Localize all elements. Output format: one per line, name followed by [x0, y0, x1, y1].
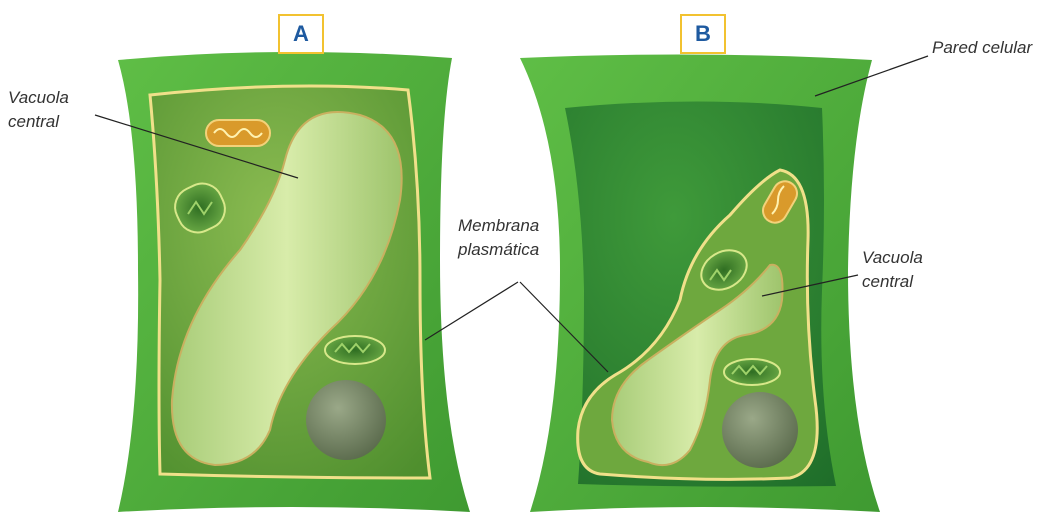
cell-b — [520, 54, 880, 512]
panel-label-b: B — [680, 14, 726, 54]
label-central-vacuole-b-line1: Vacuola — [862, 246, 923, 270]
mitochondrion-a-top — [206, 120, 270, 146]
nucleus-b — [722, 392, 798, 468]
label-plasma-membrane-line2: plasmática — [458, 238, 539, 262]
panel-label-a: A — [278, 14, 324, 54]
label-central-vacuole-a-line2: central — [8, 110, 69, 134]
nucleus-a — [306, 380, 386, 460]
label-central-vacuole-a: Vacuola central — [8, 86, 69, 134]
label-plasma-membrane-line1: Membrana — [458, 214, 539, 238]
label-central-vacuole-a-line1: Vacuola — [8, 86, 69, 110]
cell-a — [118, 52, 470, 512]
chloroplast-b-bottom — [724, 359, 780, 385]
label-cell-wall: Pared celular — [932, 36, 1032, 60]
label-central-vacuole-b-line2: central — [862, 270, 923, 294]
chloroplast-a-right — [325, 336, 385, 364]
label-plasma-membrane: Membrana plasmática — [458, 214, 539, 262]
label-central-vacuole-b: Vacuola central — [862, 246, 923, 294]
